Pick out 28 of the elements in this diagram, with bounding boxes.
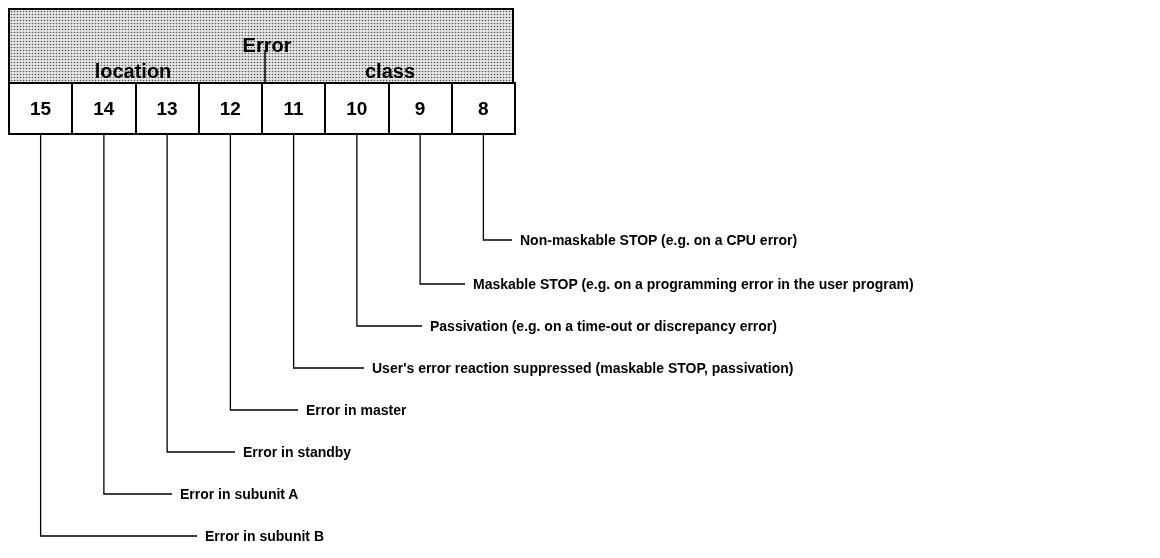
bit-cell: 9 [387, 82, 453, 135]
leader-line [229, 134, 299, 411]
bit-description: Error in subunit A [180, 485, 299, 503]
bit-cell: 14 [71, 82, 137, 135]
bit-description: Error in master [306, 401, 407, 419]
leader-line [419, 134, 466, 285]
header-band [8, 8, 514, 82]
bit-description: User's error reaction suppressed (maskable STOP, passivation) [372, 359, 794, 377]
leader-line [103, 134, 173, 495]
bit-cell: 15 [8, 82, 74, 135]
bit-cell: 10 [324, 82, 390, 135]
bit-cell: 12 [197, 82, 263, 135]
leader-line [166, 134, 236, 453]
header-label: class [364, 60, 416, 83]
bit-description: Error in standby [243, 443, 352, 461]
bit-description: Maskable STOP (e.g. on a programming error in the user program) [473, 275, 914, 293]
bit-description: Error in subunit B [205, 527, 324, 545]
header-label: location [94, 60, 172, 83]
leader-line [40, 134, 198, 537]
leader-line [293, 134, 365, 369]
bit-cell: 11 [261, 82, 327, 135]
leader-line [356, 134, 423, 327]
bit-description: Non-maskable STOP (e.g. on a CPU error) [520, 231, 798, 249]
leader-line [482, 134, 513, 241]
bit-cell: 8 [450, 82, 516, 135]
bit-description: Passivation (e.g. on a time-out or discrepancy error) [430, 317, 777, 335]
header-label: Error [242, 34, 292, 57]
bit-cell: 13 [134, 82, 200, 135]
